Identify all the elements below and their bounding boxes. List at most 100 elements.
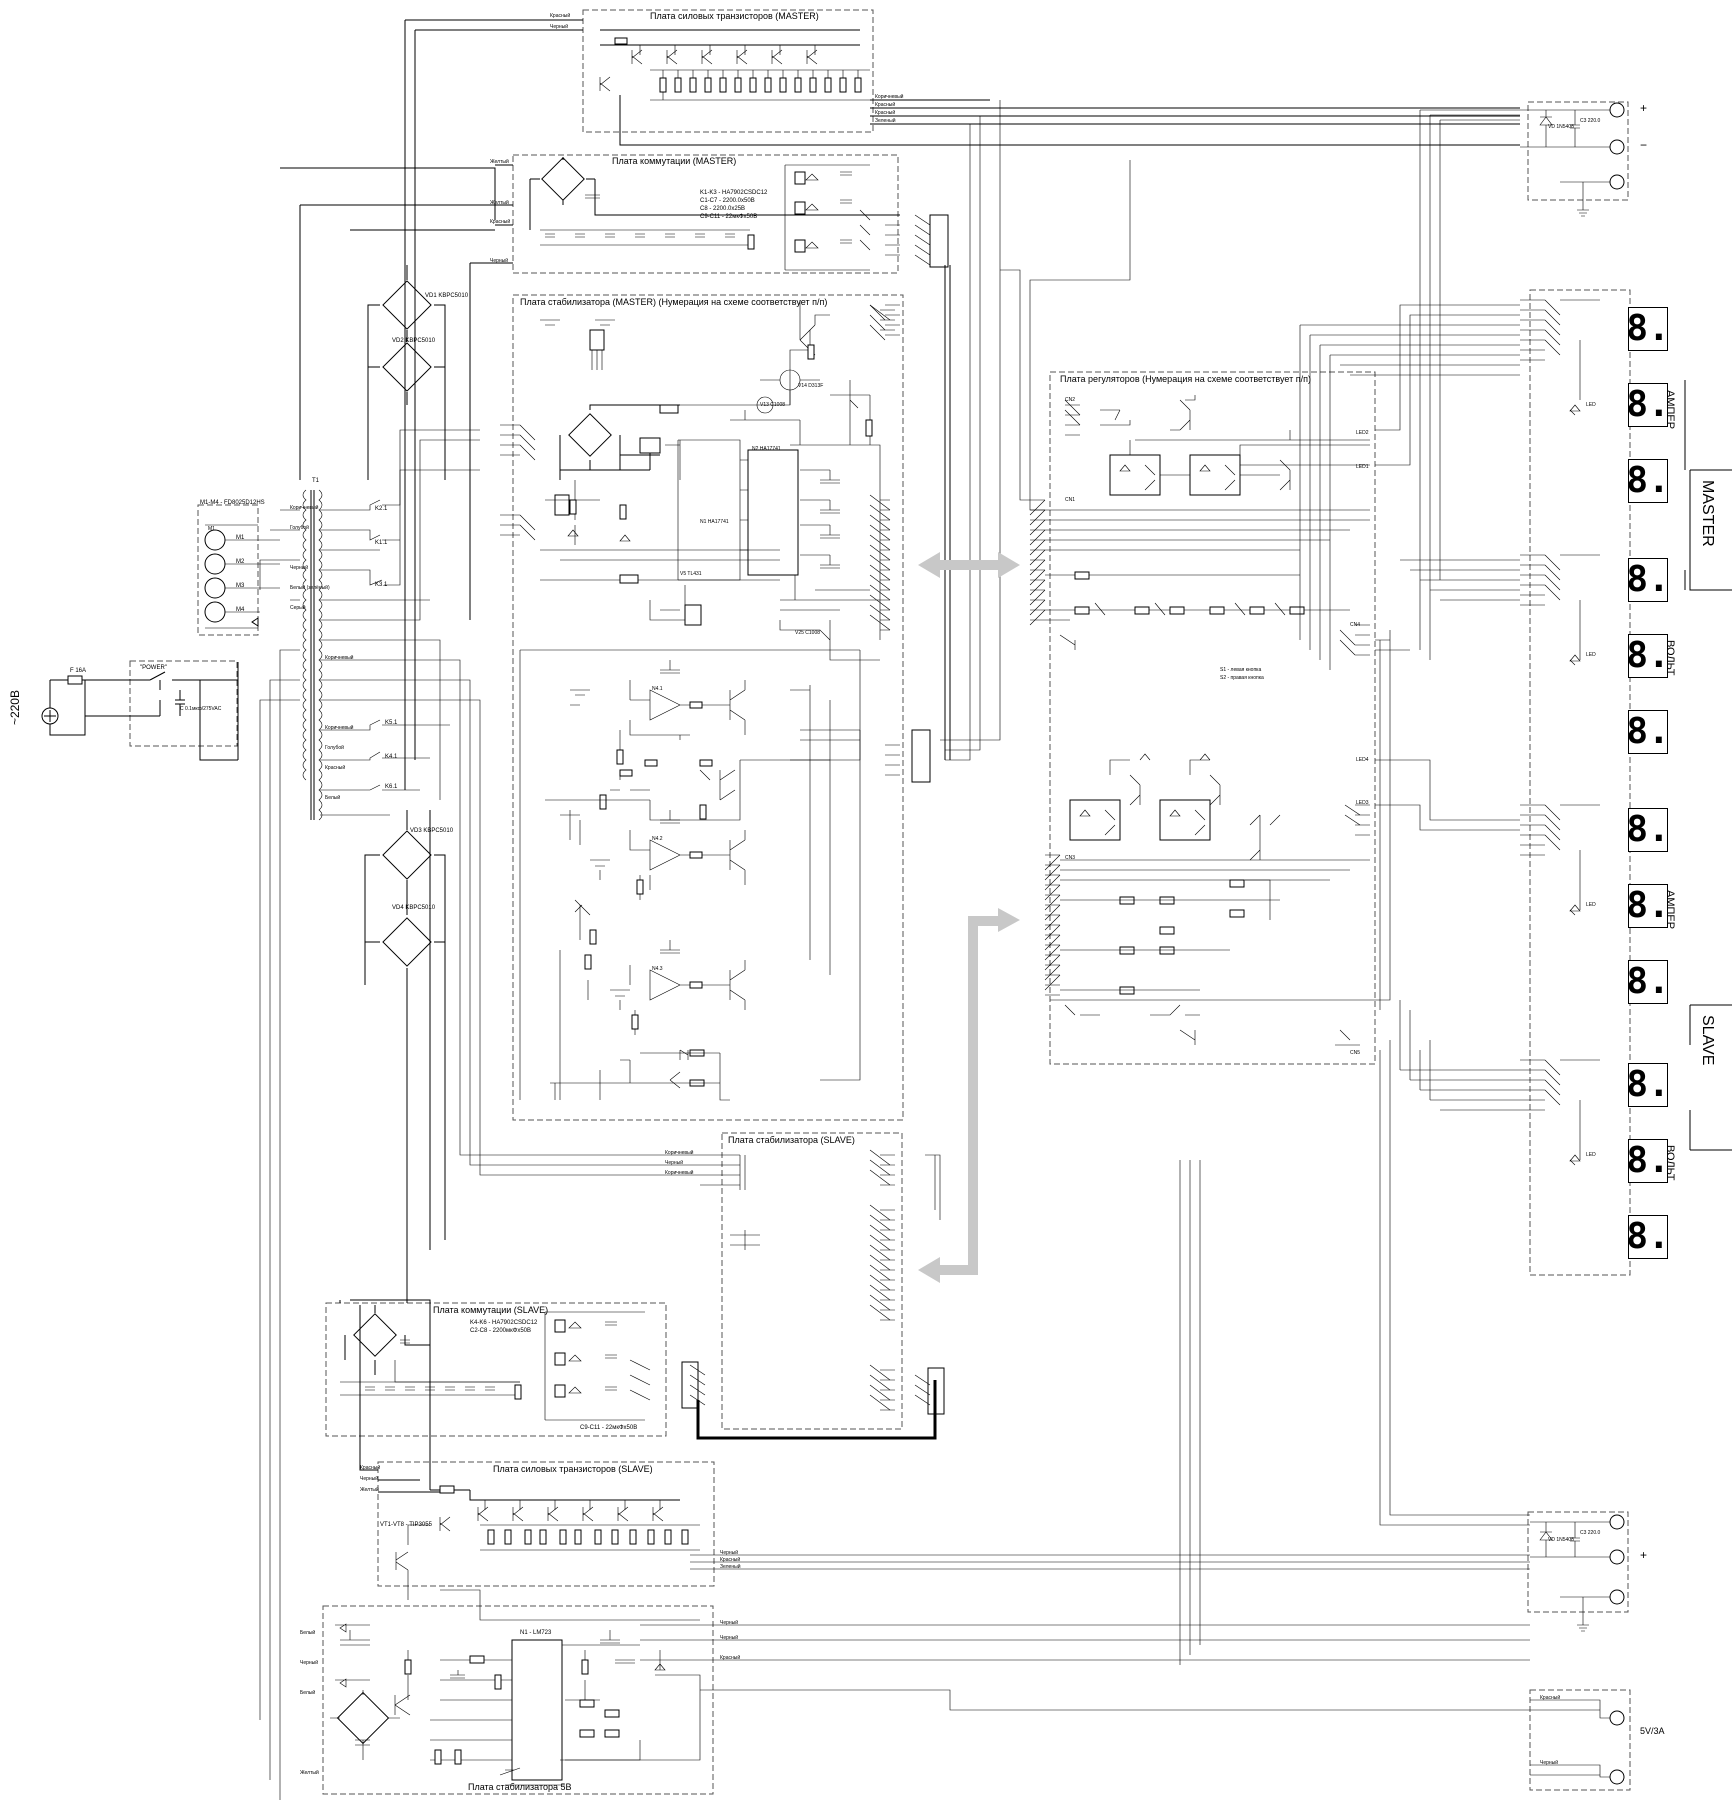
power-master-internals [599, 29, 1520, 146]
wire-label: Красный [325, 765, 346, 771]
stab-slave-title: Плата стабилизатора (SLAVE) [728, 1135, 855, 1145]
master-output [1520, 102, 1625, 217]
mains-label: ~220В [8, 690, 22, 726]
master-volt-label: ВОЛЬТ [1664, 640, 1676, 676]
power-slave-internals [395, 1485, 1530, 1621]
led3-label: LED3 [1356, 800, 1369, 806]
switch-master-title: Плата коммутации (MASTER) [612, 156, 737, 166]
led-label: LED [1586, 1152, 1596, 1158]
v25-label: V25 C1008 [795, 630, 821, 636]
wire-label: Черный [720, 1550, 739, 1556]
switch-slave-title: Плата коммутации (SLAVE) [433, 1305, 549, 1315]
wire-label: Серый [290, 605, 306, 611]
slave-amp-digit-1: 8. [1626, 808, 1670, 852]
fan-m4-label: M4 [236, 607, 245, 613]
switch-master-note-3: C8 - 2200.0x25В [700, 206, 746, 212]
v5-minus-terminal[interactable] [1609, 1769, 1625, 1785]
relay-k6-1: K6.1 [385, 784, 398, 790]
display-connectors [1520, 299, 1600, 1166]
slave-volt-digit-2: 8. [1626, 1139, 1670, 1183]
cn2-label: CN2 [1065, 397, 1076, 403]
led2-label: LED2 [1356, 430, 1369, 436]
slave-amp-digit-2: 8. [1626, 884, 1670, 928]
bridges-upper [367, 265, 446, 480]
slave-section-label: SLAVE [1699, 1015, 1716, 1066]
master-minus-terminal[interactable] [1609, 139, 1625, 155]
led-label: LED [1586, 902, 1596, 908]
slave-ground-terminal[interactable] [1609, 1589, 1625, 1605]
mains-cap-label: C 0.1мкф/275VAC [180, 706, 222, 712]
master-minus-label: − [1640, 138, 1648, 152]
master-diode-label: VD 1N5408 [1548, 124, 1574, 130]
wire-label: Белый (зелёный) [290, 585, 330, 591]
slave-volt-digit-1: 8. [1626, 1063, 1670, 1107]
regulators-internals [1029, 395, 1370, 1046]
wire-label: Коричневый [875, 94, 904, 100]
master-volt-digit-1: 8. [1626, 558, 1670, 602]
right-routing [1000, 109, 1530, 1665]
fans-label: M1-M4 - FD8025D12HS [200, 500, 265, 506]
cn1-label: CN1 [1065, 497, 1076, 503]
digit-value: 8. [1626, 559, 1670, 600]
opamp-n4-1: N4.1 [652, 686, 663, 692]
master-connectors [869, 100, 1001, 783]
master-output-block [1527, 101, 1629, 201]
wire-label: Красный [720, 1557, 741, 1563]
power-slave-board [377, 1461, 715, 1587]
switch-slave-internals [340, 1305, 651, 1421]
relay-k3-1: K3.1 [375, 582, 388, 588]
stab-master-internals [500, 300, 895, 1101]
slave-minus-terminal[interactable] [1609, 1514, 1625, 1530]
slave-amp-label: АМПЕР [1664, 890, 1676, 930]
wire-label: Желтый [490, 159, 509, 165]
regulators-board [1049, 371, 1376, 1065]
led-label: LED [1586, 652, 1596, 658]
digit-value: 8. [1626, 1140, 1670, 1181]
cn5-label: CN5 [1350, 1050, 1361, 1056]
fan-m3 [204, 577, 226, 599]
v5-output-label: 5V/3A [1640, 1726, 1665, 1736]
stab-5v-note: N1 - LM723 [520, 1630, 552, 1636]
stab-slave-internals [681, 1149, 945, 1440]
v5-output-block [1529, 1689, 1631, 1791]
wire-label: Белый [300, 1630, 316, 1636]
switch-master-note-4: C9-C11 - 22мкФх50В [700, 214, 758, 220]
transformer-label: T1 [312, 478, 320, 484]
master-amp-label: АМПЕР [1664, 390, 1676, 430]
slave-volt-label: ВОЛЬТ [1664, 1145, 1676, 1181]
wire-label: Черный [490, 258, 509, 264]
slave-plus-terminal[interactable] [1609, 1549, 1625, 1565]
led4-label: LED4 [1356, 757, 1369, 763]
wire-label: Желтый [360, 1487, 379, 1493]
switch-master-board [512, 154, 899, 274]
slave-output [1530, 1514, 1625, 1632]
wire-label: Голубой [290, 525, 309, 531]
stab-5v-internals [330, 1623, 1530, 1786]
cn3-label: CN3 [1065, 855, 1076, 861]
master-plus-terminal[interactable] [1609, 102, 1625, 118]
switch-slave-note-2: C2-C8 - 2200мкФх50В [470, 1328, 532, 1334]
digit-value: 8. [1626, 885, 1670, 926]
mains-input [41, 662, 239, 761]
v5-label: V5 TL431 [680, 571, 702, 577]
master-ground-terminal[interactable] [1609, 174, 1625, 190]
digit-value: 8. [1626, 384, 1670, 425]
slave-amp-digit-3: 8. [1626, 960, 1670, 1004]
fuse-label: F 16A [70, 668, 87, 674]
switch-slave-board [325, 1302, 667, 1437]
display-bracket-lines [1684, 380, 1732, 1151]
cn4-label: CN4 [1350, 622, 1361, 628]
wire-label: Коричневый [325, 655, 354, 661]
fans-block [197, 504, 259, 636]
v5-plus-terminal[interactable] [1609, 1710, 1625, 1726]
master-volt-digit-2: 8. [1626, 634, 1670, 678]
power-switch-label[interactable]: "POWER" [140, 665, 167, 671]
stab-master-title: Плата стабилизатора (MASTER) (Нумерация … [520, 297, 828, 307]
fans: M1 [204, 524, 280, 629]
wire-label: Черный [665, 1160, 684, 1166]
board-outlines [129, 9, 1631, 1795]
wire-label: Коричневый [665, 1150, 694, 1156]
wire-label: Черный [300, 1660, 319, 1666]
wire-label: Белый [300, 1690, 316, 1696]
